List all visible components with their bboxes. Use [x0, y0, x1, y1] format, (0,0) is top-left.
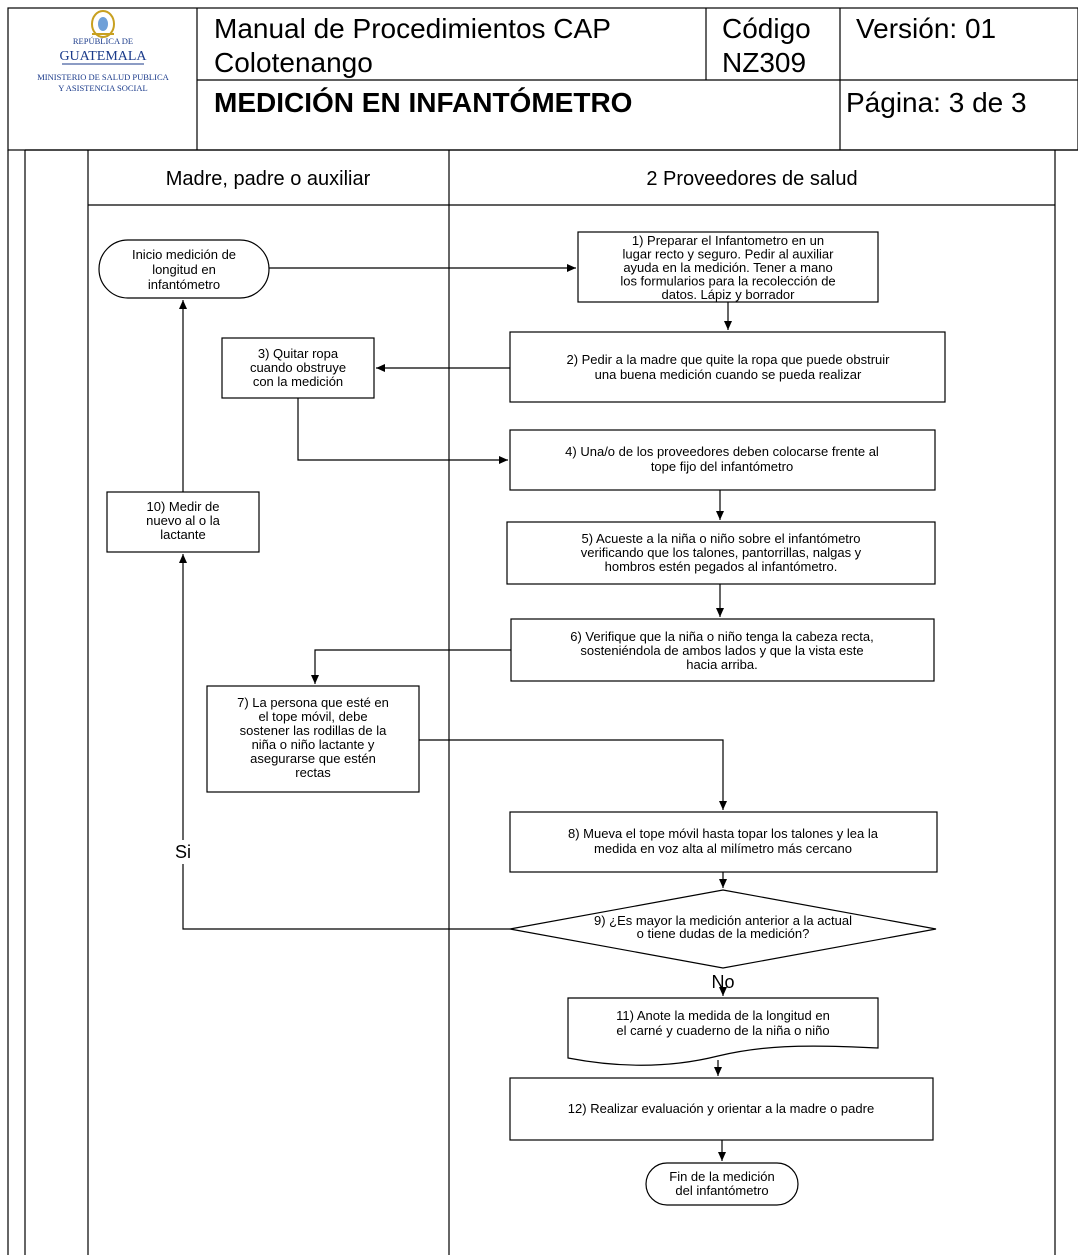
label-no: No [711, 972, 734, 992]
step1-line: datos. Lápiz y borrador [662, 287, 796, 302]
step3-line: con la medición [253, 374, 343, 389]
end-line: del infantómetro [675, 1183, 768, 1198]
step9-line: o tiene dudas de la medición? [637, 926, 810, 941]
step7-line: el tope móvil, debe [258, 709, 367, 724]
step2-box [509, 331, 946, 403]
step3-line: 3) Quitar ropa [258, 346, 339, 361]
step6-box [510, 618, 935, 682]
step6-line: sosteniéndola de ambos lados y que la vi… [580, 643, 863, 658]
lane-header-right: 2 Proveedores de salud [646, 168, 857, 190]
step10-line: lactante [160, 527, 206, 542]
step6-line: 6) Verifique que la niña o niño tenga la… [570, 629, 874, 644]
step4-line: 4) Una/o de los proveedores deben coloca… [565, 444, 879, 459]
step6-label: 6) Verifique que la niña o niño tenga la… [570, 629, 874, 672]
step5-line: verificando que los talones, pantorrilla… [581, 545, 862, 560]
step11-line: el carné y cuaderno de la niña o niño [616, 1023, 829, 1038]
step1-line: los formularios para la recolección de [620, 274, 835, 289]
step11-line: 11) Anote la medida de la longitud en [616, 1008, 830, 1023]
logo-small-caption: REPÚBLICA DE [73, 36, 133, 46]
step5-label: 5) Acueste a la niña o niño sobre el inf… [581, 531, 862, 574]
start-line: infantómetro [148, 277, 220, 292]
version-label: Versión: 01 [856, 13, 996, 44]
step4-label: 4) Una/o de los proveedores deben coloca… [565, 444, 879, 474]
step8-label: 8) Mueva el tope móvil hasta topar los t… [568, 826, 879, 856]
step1-line: ayuda en la medición. Tener a mano [623, 260, 832, 275]
arrow-step6-to-step7 [311, 649, 511, 684]
start-line: longitud en [152, 262, 216, 277]
step12-label: 12) Realizar evaluación y orientar a la … [568, 1101, 874, 1116]
code-label: Código [722, 13, 811, 44]
logo-ministry-line2: Y ASISTENCIA SOCIAL [58, 83, 147, 93]
step7-line: rectas [295, 765, 331, 780]
step8-line: 8) Mueva el tope móvil hasta topar los t… [568, 826, 879, 841]
end-line: Fin de la medición [669, 1169, 775, 1184]
step1-box [577, 231, 879, 303]
start-line: Inicio medición de [132, 247, 236, 262]
step3-line: cuando obstruye [250, 360, 346, 375]
step7-line: asegurarse que estén [250, 751, 376, 766]
end-terminator [645, 1162, 799, 1206]
step9-label: 9) ¿Es mayor la medición anterior a la a… [594, 913, 852, 941]
step5-line: hombros estén pegados al infantómetro. [605, 559, 838, 574]
step11-document [567, 997, 879, 1066]
step7-line: niña o niño lactante y [252, 737, 375, 752]
page-number: Página: 3 de 3 [846, 87, 1027, 118]
coat-of-arms-icon [91, 10, 115, 38]
manual-title-line2: Colotenango [214, 47, 373, 78]
connectors [179, 264, 732, 1161]
label-yes: Si [175, 842, 191, 862]
step9-line: 9) ¿Es mayor la medición anterior a la a… [594, 913, 852, 928]
logo-ministry-line1: MINISTERIO DE SALUD PUBLICA [37, 72, 169, 82]
step12-box [509, 1077, 934, 1141]
step10-line: 10) Medir de [147, 499, 220, 514]
manual-title-line1: Manual de Procedimientos CAP [214, 13, 611, 44]
ministry-logo: REPÚBLICA DE GUATEMALA MINISTERIO DE SAL… [37, 10, 170, 93]
step4-box [509, 429, 936, 491]
step7-box [206, 685, 420, 793]
step10-line: nuevo al o la [146, 513, 220, 528]
procedure-title: MEDICIÓN EN INFANTÓMETRO [214, 87, 632, 118]
swimlane-grid [7, 149, 1078, 1255]
step7-line: sostener las rodillas de la [240, 723, 387, 738]
step5-box [506, 521, 936, 585]
logo-country-name: GUATEMALA [59, 49, 147, 64]
step1-line: lugar recto y seguro. Pedir al auxiliar [623, 247, 835, 262]
step10-box [106, 491, 260, 553]
step12-line: 12) Realizar evaluación y orientar a la … [568, 1101, 874, 1116]
step4-line: tope fijo del infantómetro [651, 459, 793, 474]
step5-line: 5) Acueste a la niña o niño sobre el inf… [582, 531, 861, 546]
step2-label: 2) Pedir a la madre que quite la ropa qu… [566, 352, 890, 382]
start-terminator [98, 239, 270, 299]
step6-line: hacia arriba. [686, 657, 758, 672]
arrow-step9-yes-to-step10 [179, 554, 510, 930]
step8-line: medida en voz alta al milímetro más cerc… [594, 841, 852, 856]
step9-decision [509, 889, 937, 969]
arrow-step7-to-step8 [419, 739, 727, 810]
code-value: NZ309 [722, 47, 806, 78]
step1-line: 1) Preparar el Infantometro en un [632, 233, 824, 248]
step2-line: 2) Pedir a la madre que quite la ropa qu… [566, 352, 890, 367]
step7-line: 7) La persona que esté en [237, 695, 389, 710]
arrow-step3-to-step4 [297, 398, 508, 464]
lane-header-left: Madre, padre o auxiliar [166, 168, 371, 190]
step8-box [509, 811, 938, 873]
step2-line: una buena medición cuando se pueda reali… [595, 367, 862, 382]
